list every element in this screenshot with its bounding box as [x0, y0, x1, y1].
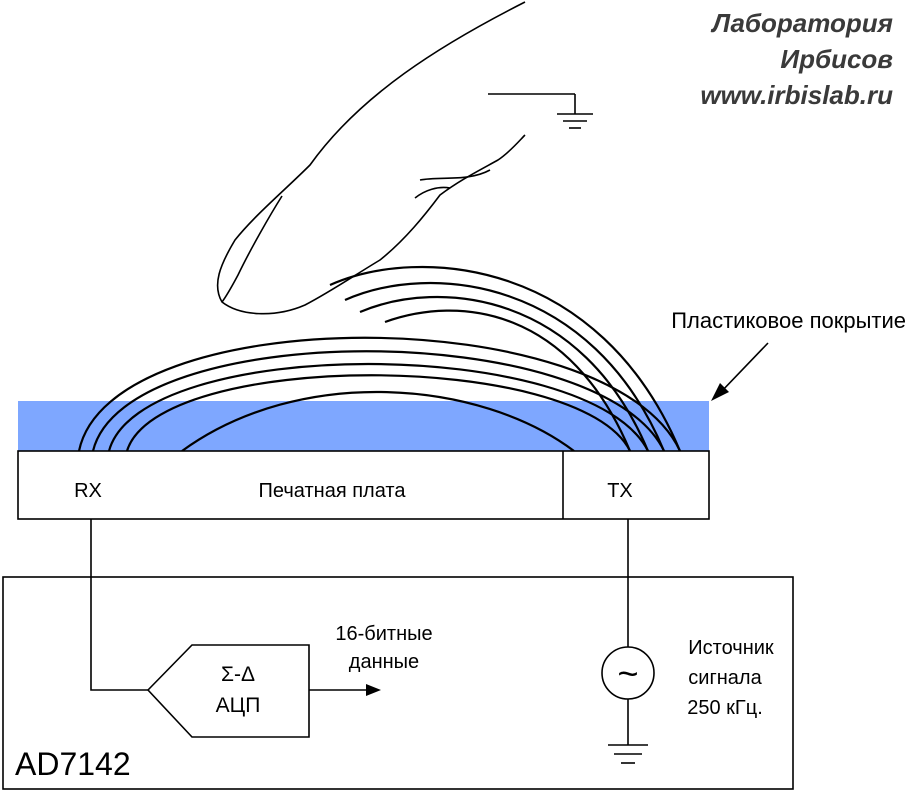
source-ground-icon	[608, 744, 648, 764]
chip-label: AD7142	[15, 746, 131, 782]
source-label-line-2: сигнала	[688, 667, 762, 689]
field-lines	[77, 265, 682, 452]
tx-label: TX	[607, 480, 633, 502]
plastic-cover-arrow-icon	[711, 342, 769, 401]
output-label-line-2: данные	[349, 651, 419, 673]
ac-source-symbol: ~	[617, 653, 638, 694]
watermark-line-3: www.irbislab.ru	[700, 80, 893, 110]
plastic-cover-label: Пластиковое покрытие	[671, 308, 906, 333]
watermark-line-1: Лаборатория	[710, 8, 893, 38]
chip-outline	[2, 576, 794, 790]
watermark: Лаборатория Ирбисов www.irbislab.ru	[700, 8, 894, 111]
finger-icon	[216, 1, 526, 315]
adc-block: Σ-Δ АЦП	[146, 644, 310, 738]
rx-wire	[90, 519, 148, 691]
source-label-line-1: Источник	[688, 637, 774, 659]
adc-label-line-1: Σ-Δ	[221, 663, 255, 686]
pcb-label: Печатная плата	[259, 480, 407, 502]
plastic-cover	[18, 401, 709, 451]
adc-label-line-2: АЦП	[216, 694, 261, 717]
watermark-line-2: Ирбисов	[780, 44, 893, 74]
finger-ground-icon	[488, 93, 593, 129]
ac-source-icon: ~	[601, 646, 655, 700]
output-label-line-1: 16-битные	[335, 623, 432, 645]
rx-label: RX	[74, 480, 102, 502]
pcb: RX Печатная плата TX	[17, 450, 710, 520]
source-label-line-3: 250 кГц.	[687, 697, 763, 719]
adc-output-arrow-icon	[309, 684, 381, 696]
